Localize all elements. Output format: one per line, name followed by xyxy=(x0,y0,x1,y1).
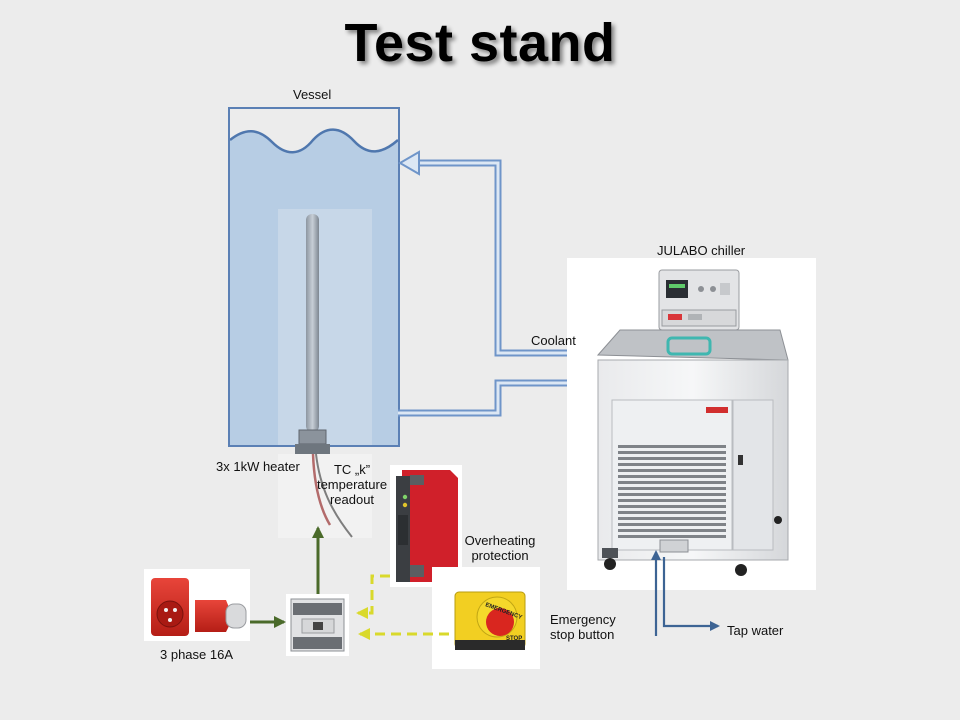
vent-slat xyxy=(618,475,726,478)
estop-line-2: stop button xyxy=(550,627,615,642)
overheat-line-2: protection xyxy=(471,548,529,563)
coolant-label: Coolant xyxy=(531,333,576,348)
tap-water-line xyxy=(651,550,720,636)
overheat-line-1: Overheating xyxy=(464,533,536,548)
vent-slat xyxy=(618,493,726,496)
vent-slat xyxy=(618,463,726,466)
tc-line-1: TC „k” xyxy=(333,462,371,477)
vent-slat xyxy=(618,529,726,532)
julabo-chiller-icon xyxy=(567,258,816,590)
heater-rod-icon xyxy=(295,214,353,538)
vent-slat xyxy=(618,511,726,514)
power-label: 3 phase 16A xyxy=(160,647,234,662)
vessel-label: Vessel xyxy=(293,87,332,102)
signal-lines xyxy=(356,574,449,640)
heater-wire-backdrop xyxy=(278,454,372,538)
vent-slat xyxy=(618,517,726,520)
tc-line-2: temperature xyxy=(316,477,388,492)
contactor-relay-icon xyxy=(286,594,349,656)
heater-label: 3x 1kW heater xyxy=(216,459,300,474)
vent-slat xyxy=(618,451,726,454)
vent-slat xyxy=(618,481,726,484)
slide-title: Test stand xyxy=(344,13,616,73)
vent-slat xyxy=(618,535,726,538)
vent-slat xyxy=(618,523,726,526)
vent-slat xyxy=(618,487,726,490)
vent-slat xyxy=(618,469,726,472)
vent-slat xyxy=(618,505,726,508)
tc-readout-label: TC „k” temperature readout xyxy=(312,462,392,507)
emergency-stop-button-icon: EMERGENCY STOP xyxy=(432,567,540,669)
overheating-label: Overheating protection xyxy=(460,533,540,563)
chiller-label: JULABO chiller xyxy=(657,243,746,258)
tc-line-3: readout xyxy=(329,492,375,507)
estop-stop-text: STOP xyxy=(506,636,522,642)
overheating-protection-module-icon xyxy=(390,465,462,587)
vent-slat xyxy=(618,499,726,502)
estop-label: Emergency stop button xyxy=(550,612,616,642)
estop-line-1: Emergency xyxy=(550,612,616,627)
power-arrows xyxy=(250,526,324,628)
vent-slat xyxy=(618,445,726,448)
chiller-vent-grille xyxy=(618,445,726,538)
tap-water-label: Tap water xyxy=(727,623,784,638)
three-phase-plug-icon xyxy=(144,569,250,641)
vent-slat xyxy=(618,457,726,460)
